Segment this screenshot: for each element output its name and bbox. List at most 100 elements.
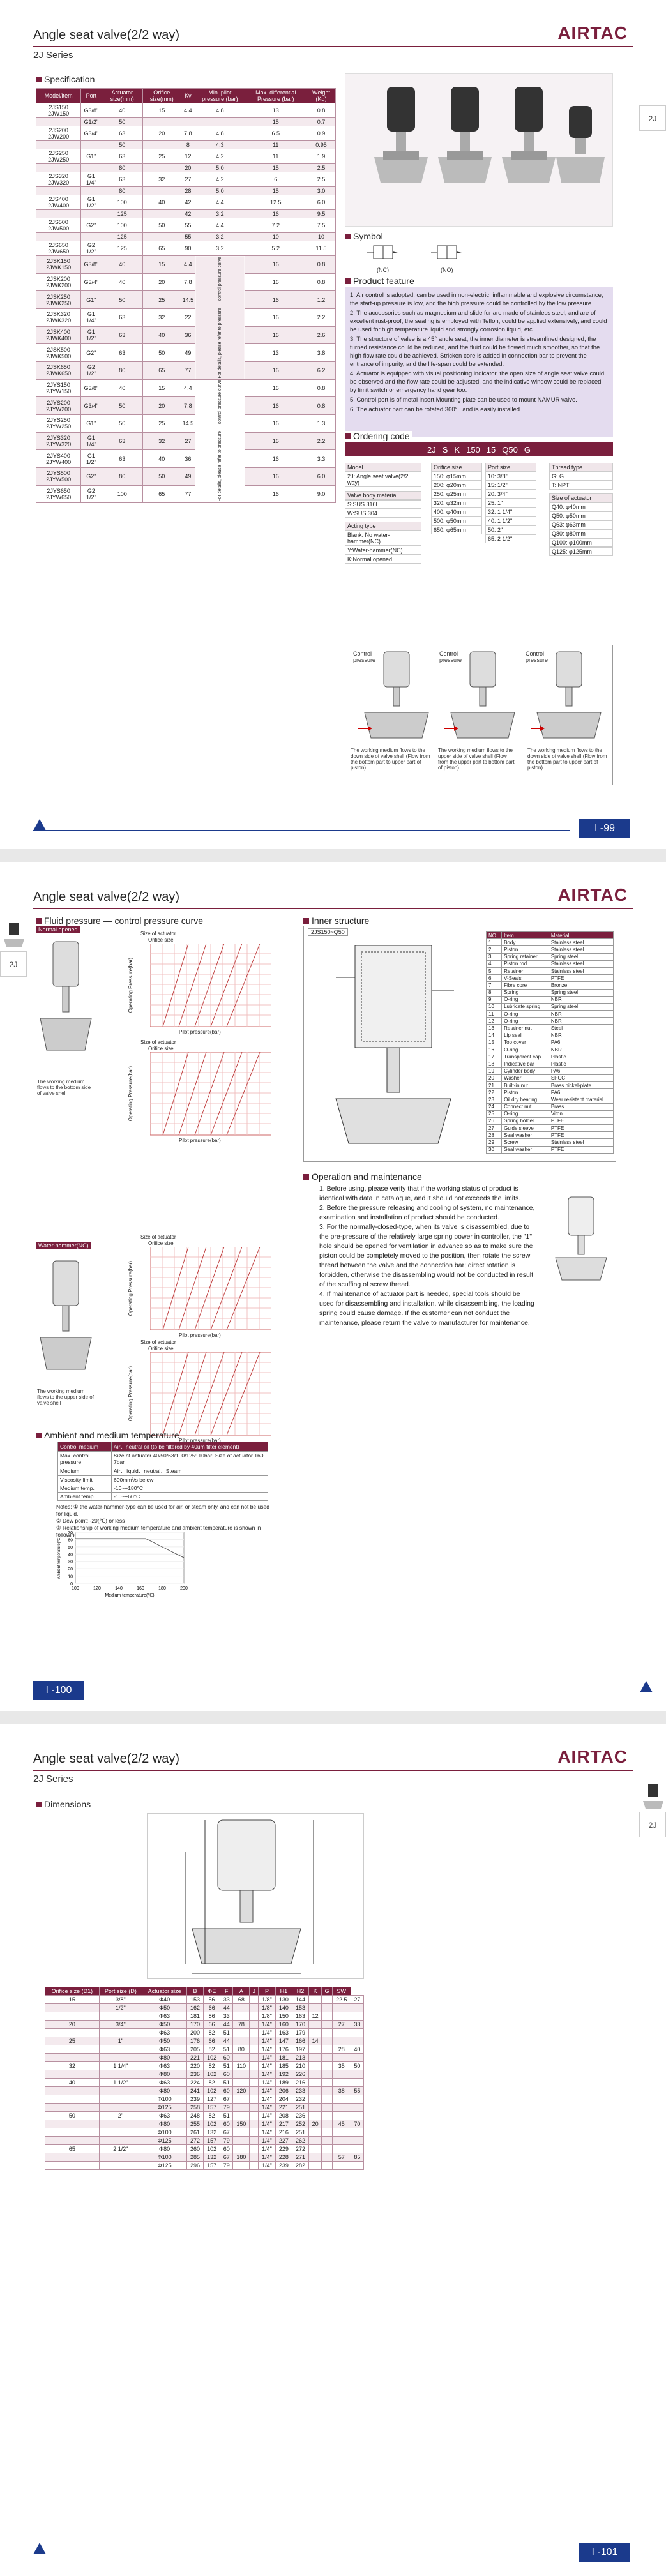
dimension-cell [350,2012,365,2021]
dimension-cell [45,2028,100,2037]
dimension-cell: 224 [186,2078,204,2087]
dimension-cell [331,2070,351,2079]
material-cell: PTFE [548,974,614,983]
spec-cell: 7.8 [180,273,196,292]
dimension-cell: Φ125 [142,2136,188,2145]
series-tab[interactable]: 2J [0,951,27,977]
dimension-cell [308,2053,322,2062]
dimension-cell: 82 [203,2061,221,2070]
spec-cell: 25 [142,290,181,309]
order-block-title: Thread type [549,463,613,472]
spec-cell: 9.0 [306,485,337,504]
curve-actuator-label: Size of actuator [140,1339,176,1345]
dimension-cell: 32 [45,2061,100,2070]
spec-cell: 20 [180,163,196,172]
order-block-title: Model [345,463,421,472]
order-option: 250: φ25mm [431,490,482,499]
dimension-cell: 239 [186,2095,204,2104]
dimension-cell [350,2037,365,2045]
spec-cell: 10 [244,232,307,241]
spec-cell: 55 [180,218,196,233]
dimension-cell: 120 [232,2086,250,2095]
dimension-cell [331,2053,351,2062]
dimension-cell [232,2012,250,2021]
spec-cell: G2" [80,343,102,362]
dimension-cell: 79 [220,2103,234,2112]
spec-cell: 7.8 [180,396,196,415]
dimension-cell: 22.5 [331,1995,351,2004]
flow-label-1: Control pressure [353,651,376,663]
dimension-cell: 110 [232,2061,250,2070]
spec-cell [35,186,82,195]
spec-cell: 15 [142,255,181,274]
order-option: 150: φ15mm [431,472,482,481]
dimension-cell: 33 [220,2012,234,2021]
spec-header-cell: Kv [180,88,196,103]
ambient-cell: -10~+60°C [111,1492,268,1501]
dimension-cell: 1/8" [258,2003,276,2012]
dimension-cell: Φ80 [142,2086,188,2095]
dimension-cell: 102 [203,2086,221,2095]
dimension-cell: 12 [308,2012,322,2021]
spec-cell [195,117,245,126]
dimension-header-cell: P [258,1987,276,1996]
dimension-cell [321,2153,333,2162]
bullet-square-icon [345,433,351,439]
curve-actuator-label: Size of actuator [140,1039,176,1045]
spec-cell: 15 [244,163,307,172]
spec-cell [35,140,82,149]
spec-cell: 22 [180,308,196,327]
dimension-cell [321,2078,333,2087]
spec-cell: 4.8 [195,103,245,118]
material-cell: NBR [548,1010,614,1018]
dimension-cell [308,2103,322,2112]
dimension-cell: 147 [275,2037,292,2045]
dimension-cell: 33 [350,2020,365,2029]
dimension-cell: 181 [186,2012,204,2021]
dimension-header-cell: J [249,1987,259,1996]
series-tab[interactable]: 2J [639,1812,666,1837]
ambient-cell: Medium temp. [57,1484,112,1493]
spec-cell: 15 [142,103,181,118]
spec-cell: 12 [180,149,196,164]
header-rule [33,908,633,909]
spec-cell: 25 [142,414,181,433]
spec-cell: 0.95 [306,140,337,149]
spec-cell: 50 [142,467,181,486]
spec-cell: 50 [101,290,143,309]
footer-triangle-icon [640,1681,653,1692]
dimension-cell: 1/4" [258,2078,276,2087]
dimension-cell: 14 [308,2037,322,2045]
dimension-cell: 66 [203,2037,221,2045]
dimension-cell: Φ125 [142,2103,188,2112]
dimension-cell: 78 [232,2020,250,2029]
spec-cell: 65 [142,485,181,504]
dimension-cell: 216 [275,2128,292,2137]
spec-cell: 2JSK650 2JWK650 [35,361,82,380]
material-cell: 24 [485,1103,503,1111]
dimension-cell [331,2078,351,2087]
material-cell: Brass [548,1103,614,1111]
material-cell: PTFE [548,1117,614,1126]
dimension-cell: 51 [220,2111,234,2120]
spec-cell: 15 [142,379,181,398]
dimension-cell: 157 [203,2161,221,2170]
footer-triangle-icon [33,819,46,831]
dimension-cell: 216 [291,2078,310,2087]
dimension-cell [45,2003,100,2012]
spec-cell: 40 [142,449,181,468]
spec-cell: 2JSK200 2JWK200 [35,273,82,292]
series-tab[interactable]: 2J [639,105,666,131]
spec-cell: 3.2 [195,241,245,256]
dimension-cell: 60 [220,2120,234,2128]
dimension-cell [321,2070,333,2079]
spec-cell: 14.5 [180,414,196,433]
spec-cell: 20 [142,126,181,141]
spec-header-cell: Actuator size(mm) [101,88,143,103]
